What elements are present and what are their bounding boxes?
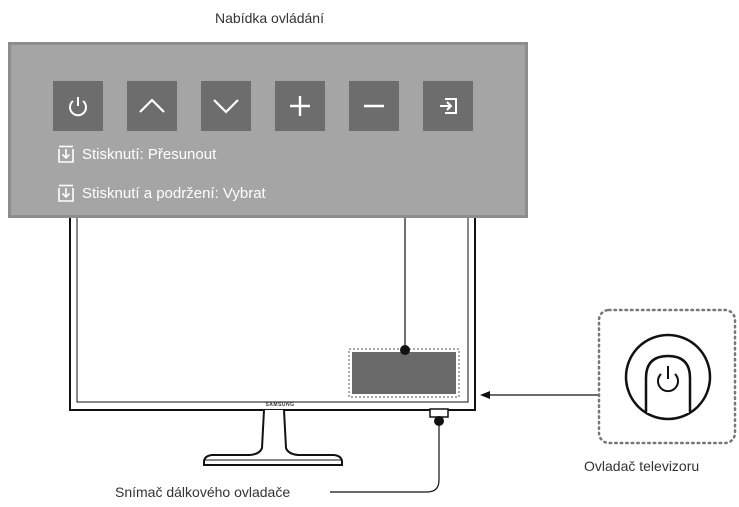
tv-controller-label: Ovladač televizoru — [584, 458, 700, 474]
control-menu-panel: Stisknutí: Přesunout Stisknutí a podržen… — [8, 42, 528, 218]
minus-icon — [364, 104, 384, 108]
hint-press-hold-text: Stisknutí a podržení: Vybrat — [82, 184, 266, 202]
volume-up-button[interactable] — [275, 81, 325, 131]
menu-title: Nabídka ovládání — [215, 10, 324, 26]
power-icon — [69, 97, 87, 117]
sensor-leader-line — [330, 421, 440, 493]
hint-press-text: Stisknutí: Přesunout — [82, 145, 217, 163]
controller-area — [352, 352, 456, 394]
hint-press-hold: Stisknutí a podržení: Vybrat — [56, 183, 266, 203]
controller-button-illustration — [624, 333, 712, 421]
tv-stand — [203, 409, 343, 466]
chevron-down-icon — [213, 99, 239, 114]
hint-press: Stisknutí: Přesunout — [56, 144, 216, 164]
controller-area-outline — [348, 348, 460, 398]
chevron-up-icon — [139, 98, 165, 113]
power-button[interactable] — [53, 81, 103, 131]
plus-icon — [290, 96, 310, 116]
controller-arrowhead — [480, 391, 490, 399]
menu-leader-dot — [400, 345, 410, 355]
remote-sensor — [429, 408, 449, 418]
channel-down-button[interactable] — [201, 81, 251, 131]
tv-brand-logo: SAMSUNG — [265, 402, 295, 408]
source-input-icon — [440, 98, 457, 114]
source-button[interactable] — [423, 81, 473, 131]
remote-sensor-label: Snímač dálkového ovladače — [115, 484, 291, 500]
channel-up-button[interactable] — [127, 81, 177, 131]
press-down-icon — [58, 145, 74, 163]
press-down-icon — [58, 184, 74, 202]
volume-down-button[interactable] — [349, 81, 399, 131]
